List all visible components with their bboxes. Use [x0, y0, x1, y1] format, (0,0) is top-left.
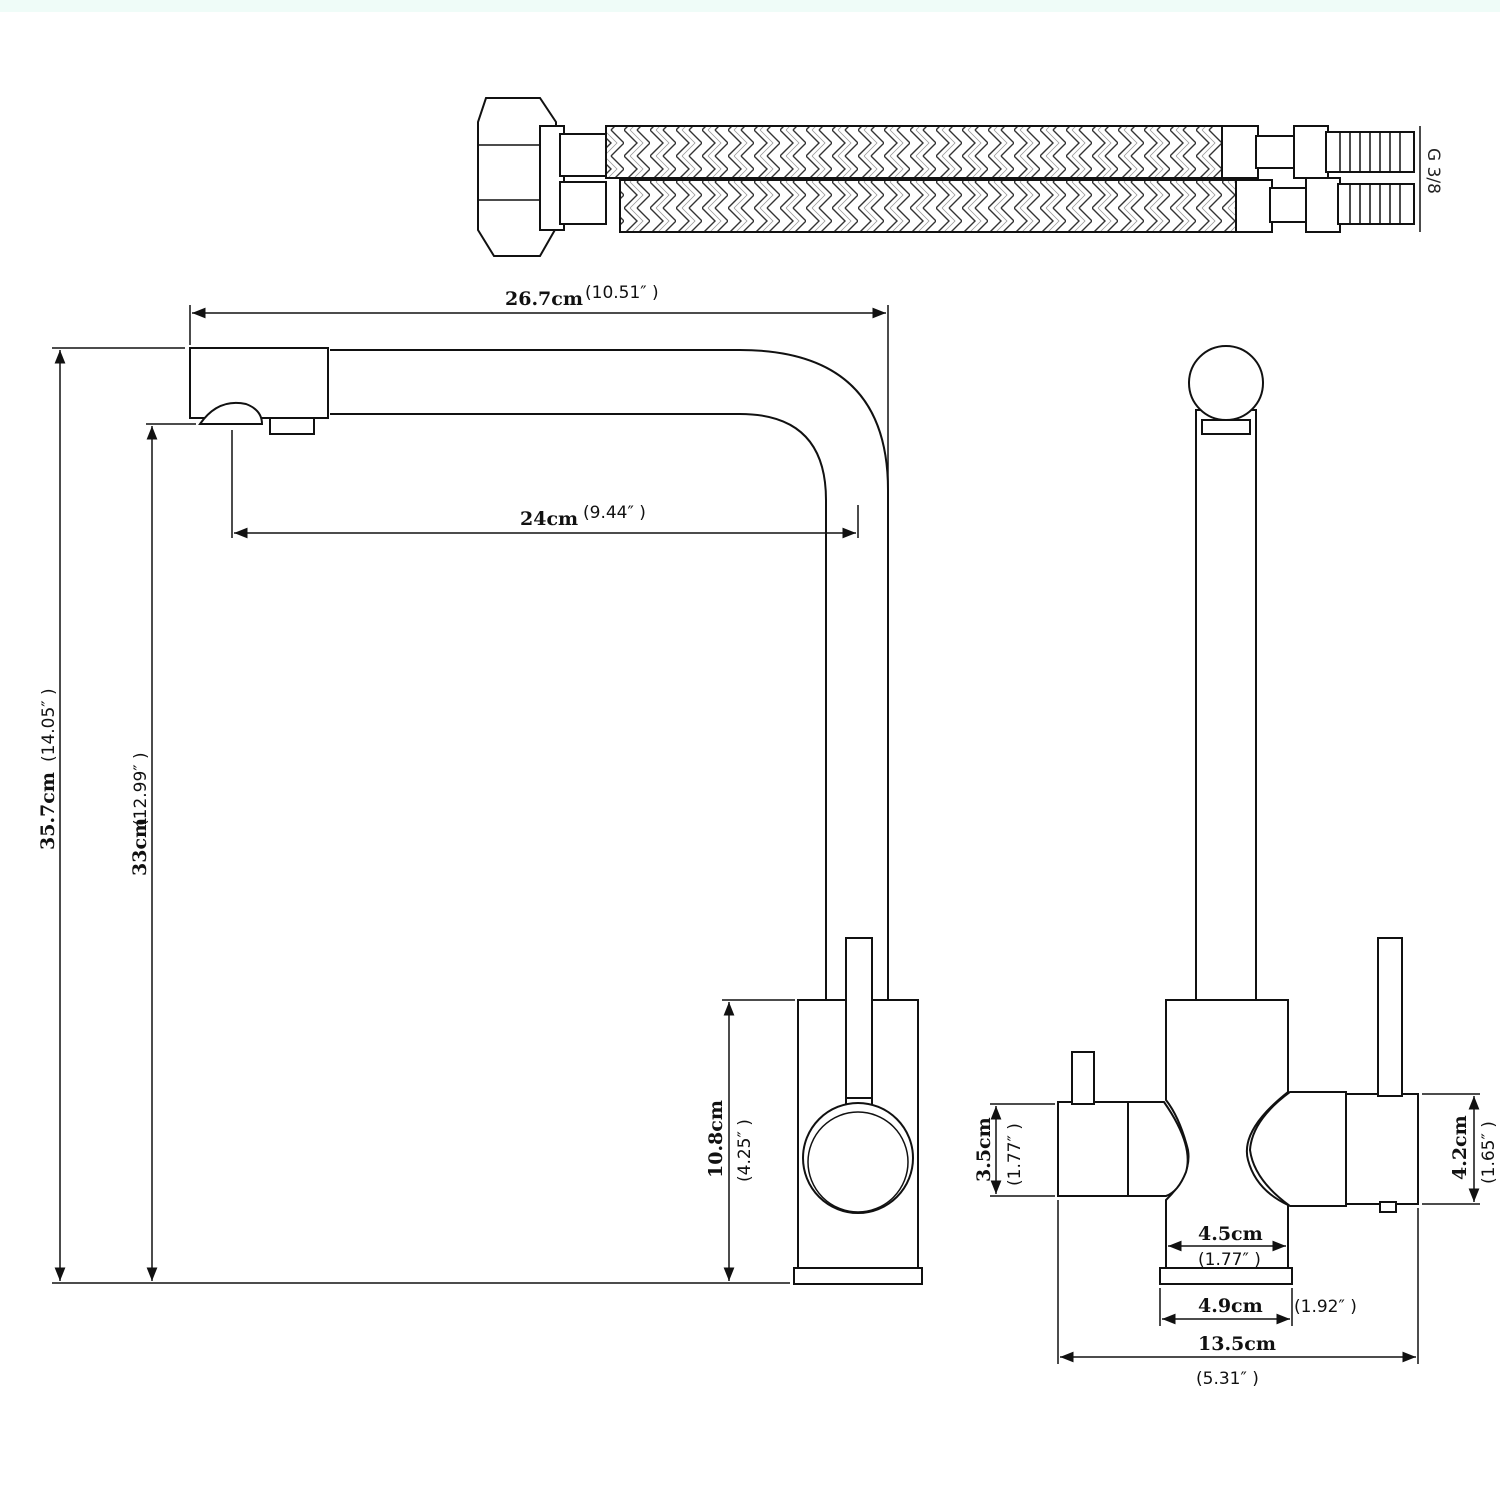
hose-ferrule-bottom-right	[1235, 179, 1273, 233]
dim-overall-height-inch: (14.05″ )	[39, 688, 59, 762]
thread-label: G 3/8	[1423, 148, 1443, 194]
top-band	[0, 0, 1500, 12]
hose-ferrule-top-right	[1221, 125, 1259, 179]
dim-right-handle-inch: (1.65″ )	[1479, 1121, 1499, 1184]
braided-hose-top	[605, 125, 1227, 179]
dim-right-handle-cm: 4.2cm	[1449, 1115, 1471, 1180]
dim-overall-width-inch: (10.51″ )	[585, 283, 659, 303]
outlet-left	[198, 402, 264, 425]
left-handle-stem	[1071, 1051, 1095, 1105]
left-handle-arm	[1127, 1101, 1189, 1197]
hose-nut-bottom-right	[1305, 177, 1341, 233]
spout-head	[189, 347, 329, 419]
front-spout-head	[1188, 345, 1264, 421]
spout-outline	[330, 349, 889, 1000]
side-view: 26.7cm (10.51″ ) 24cm (9.44″ ) 35.7cm (1…	[37, 283, 923, 1285]
hose-hex-nut	[477, 97, 557, 257]
hose-nut-top-right	[1293, 125, 1329, 179]
braided-hose-bottom	[619, 179, 1241, 233]
right-lever	[1377, 937, 1403, 1097]
dim-reach-inch: (9.44″ )	[583, 503, 646, 523]
dim-left-handle-inch: (1.77″ )	[1005, 1123, 1025, 1186]
dim-body-width-cm: 4.5cm	[1198, 1223, 1263, 1245]
right-handle-arm	[1248, 1091, 1347, 1207]
hose-ferrule-bottom-left	[559, 181, 607, 225]
dim-reach-cm: 24cm	[520, 508, 578, 530]
dim-left-handle-cm: 3.5cm	[973, 1117, 995, 1182]
front-view: 3.5cm (1.77″ ) 4.2cm (1.65″ ) 4.5cm (1.7…	[973, 345, 1499, 1389]
dim-body-width-inch: (1.77″ )	[1198, 1250, 1261, 1270]
front-spout-column	[1195, 409, 1257, 1003]
dim-overall-height-cm: 35.7cm	[37, 772, 59, 850]
outlet-right	[269, 417, 315, 435]
left-handle-cap	[1057, 1101, 1131, 1197]
dim-overall-width-cm: 26.7cm	[505, 288, 583, 310]
dim-body-height-inch: (4.25″ )	[735, 1119, 755, 1182]
dim-front-overall-inch: (5.31″ )	[1196, 1369, 1259, 1389]
dim-base-width-inch: (1.92″ )	[1294, 1297, 1357, 1317]
right-handle-cap	[1345, 1093, 1419, 1205]
hose-ferrule-top-left	[559, 133, 607, 177]
front-base	[1159, 1267, 1293, 1285]
supply-hoses: G 3/8	[477, 97, 1443, 257]
dim-body-height-cm: 10.8cm	[705, 1100, 727, 1178]
dim-front-overall-cm: 13.5cm	[1198, 1333, 1276, 1355]
side-base	[793, 1267, 923, 1285]
side-handle-circle	[802, 1102, 914, 1214]
dim-base-width-cm: 4.9cm	[1198, 1295, 1263, 1317]
dim-spout-height-cm: 33cm	[129, 818, 151, 876]
dim-spout-height-inch: (12.99″ )	[131, 752, 151, 826]
